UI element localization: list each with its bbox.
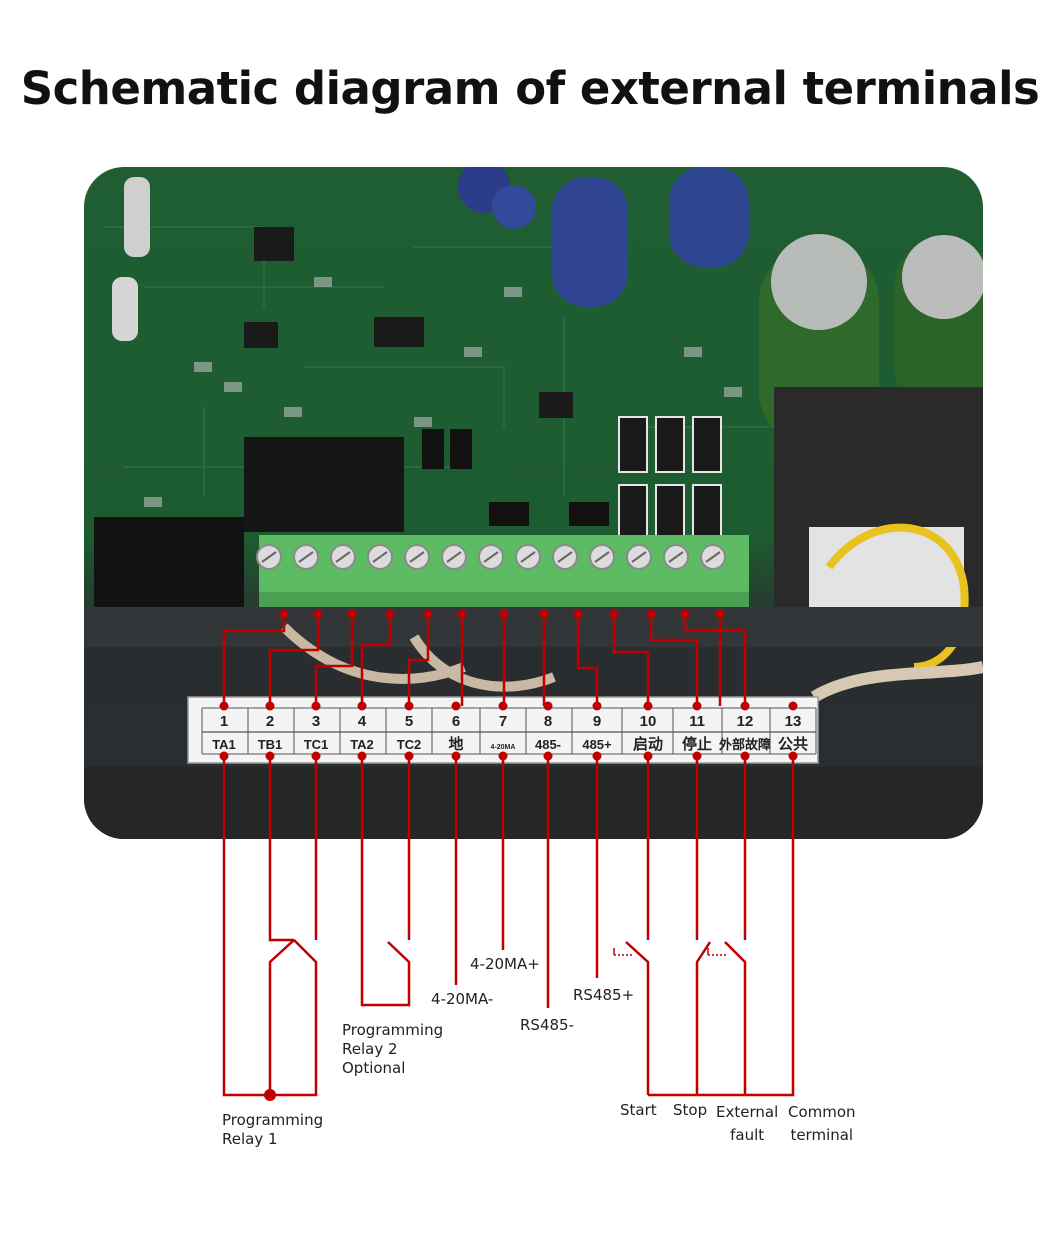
wire bbox=[612, 614, 650, 706]
terminal-number: 13 bbox=[785, 713, 802, 730]
wire bbox=[649, 614, 699, 706]
wire bbox=[314, 614, 354, 706]
terminal-label: TC1 bbox=[304, 737, 329, 752]
terminal-number: 4 bbox=[358, 713, 367, 730]
label-rs485-plus: RS485+ bbox=[573, 986, 635, 1004]
terminal-number: 1 bbox=[220, 713, 228, 730]
terminal-number: 12 bbox=[737, 713, 754, 730]
wire bbox=[222, 756, 270, 1097]
capacitor-top bbox=[771, 234, 867, 330]
terminal-number: 3 bbox=[312, 713, 320, 730]
terminal-label: TA2 bbox=[350, 737, 374, 752]
terminal-dot bbox=[264, 1089, 276, 1101]
terminal-number: 5 bbox=[405, 713, 413, 730]
label-4-20ma-plus: 4-20MA+ bbox=[470, 955, 540, 973]
label-relay2: Programming Relay 2 Optional bbox=[342, 1021, 444, 1077]
label-rs485-minus: RS485- bbox=[520, 1016, 574, 1034]
wire bbox=[625, 941, 650, 1095]
terminal-label: 外部故障 bbox=[718, 737, 771, 752]
wires bbox=[219, 609, 798, 1101]
wire bbox=[268, 614, 320, 706]
ic-chip bbox=[539, 392, 573, 418]
wire bbox=[683, 614, 747, 706]
resistor bbox=[112, 277, 138, 341]
wire bbox=[360, 614, 392, 706]
terminal-dot bbox=[788, 701, 798, 711]
terminal-label: TC2 bbox=[397, 737, 422, 752]
terminal-number: 9 bbox=[593, 713, 601, 730]
ic-chip bbox=[244, 322, 278, 348]
resistor bbox=[124, 177, 150, 257]
cable bbox=[409, 634, 556, 692]
terminal-label: TA1 bbox=[212, 737, 236, 752]
ic-chip bbox=[254, 227, 294, 261]
terminal-label: 启动 bbox=[633, 735, 663, 753]
terminal-label: 公共 bbox=[778, 736, 808, 753]
terminal-label: 485+ bbox=[582, 737, 612, 752]
terminal-number: 7 bbox=[499, 713, 507, 730]
label-relay1: Programming Relay 1 bbox=[222, 1111, 324, 1148]
terminal-number: 8 bbox=[544, 713, 552, 730]
terminal-number: 10 bbox=[640, 713, 657, 730]
ic-chip bbox=[374, 317, 424, 347]
wire bbox=[407, 614, 430, 706]
terminal-label: 4-20MA bbox=[491, 744, 516, 751]
wire bbox=[360, 756, 411, 1007]
terminal-number: 11 bbox=[689, 713, 705, 730]
wire bbox=[270, 939, 318, 1097]
capacitor bbox=[669, 167, 749, 267]
terminal-number: 6 bbox=[452, 713, 460, 730]
label-start: Start bbox=[620, 1101, 657, 1119]
terminal-label: 停止 bbox=[682, 735, 712, 753]
pcb-illustration bbox=[84, 167, 983, 839]
yellow-wire bbox=[825, 523, 969, 671]
wire bbox=[222, 614, 286, 706]
label-common-terminal: Common terminal bbox=[788, 1103, 856, 1144]
label-4-20ma-minus: 4-20MA- bbox=[431, 990, 494, 1008]
wire bbox=[576, 614, 599, 706]
wire bbox=[695, 941, 712, 1095]
capacitor-top bbox=[902, 235, 983, 319]
label-stop: Stop bbox=[673, 1101, 708, 1119]
wire bbox=[268, 756, 294, 942]
label-external-fault: External fault bbox=[716, 1103, 779, 1144]
page-title: Schematic diagram of external terminals bbox=[20, 62, 1040, 115]
terminal-dot bbox=[543, 701, 553, 711]
pcb-photo bbox=[84, 167, 983, 839]
cable bbox=[810, 661, 983, 703]
relay bbox=[244, 437, 404, 532]
terminal-label: TB1 bbox=[258, 737, 283, 752]
wire bbox=[268, 939, 295, 1095]
wire bbox=[648, 756, 795, 1097]
capacitor bbox=[492, 185, 536, 229]
wire bbox=[724, 941, 747, 1095]
terminal-screws bbox=[256, 544, 726, 570]
capacitor bbox=[552, 177, 628, 307]
terminal-label: 485- bbox=[535, 737, 561, 752]
terminal-label: 地 bbox=[448, 735, 463, 753]
terminal-dot bbox=[451, 701, 461, 711]
terminal-number: 2 bbox=[266, 713, 274, 730]
